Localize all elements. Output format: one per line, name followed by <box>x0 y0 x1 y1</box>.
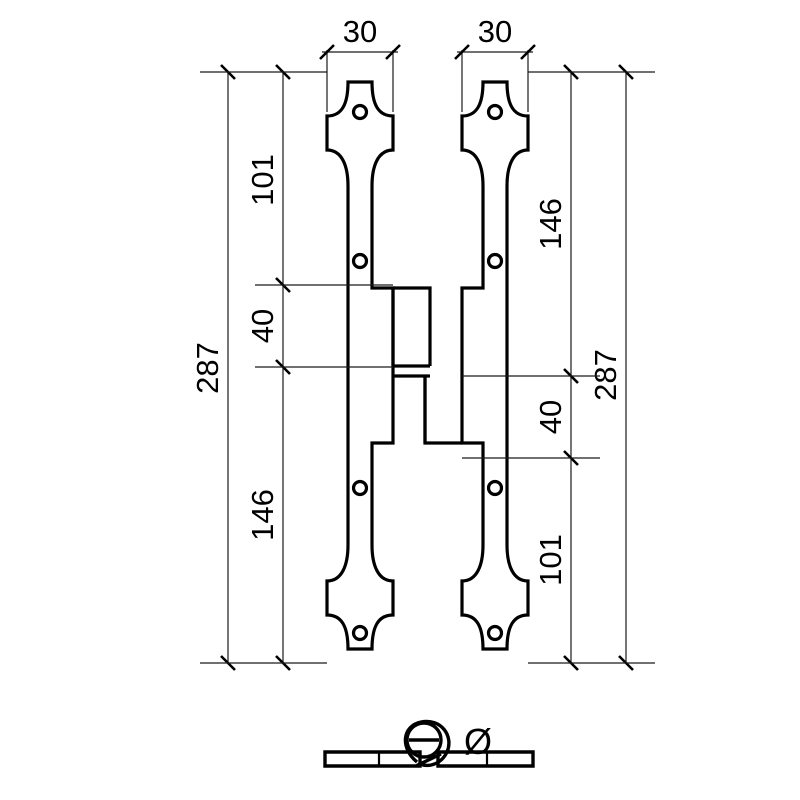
dim-label-width-right: 30 <box>478 14 512 49</box>
screw-hole <box>351 252 369 270</box>
screw-hole <box>486 252 504 270</box>
screw-hole <box>486 624 504 642</box>
screw-hole <box>351 479 369 497</box>
diameter-symbol: Ø <box>464 721 492 762</box>
dim-label-left-middle: 40 <box>245 309 280 343</box>
screw-hole <box>486 103 504 121</box>
screw-hole <box>351 624 369 642</box>
left-leaf-outline <box>325 80 395 651</box>
dim-label-right-overall: 287 <box>588 349 623 401</box>
side-section-view: Ø <box>323 719 535 768</box>
dimension-width-left: 30 <box>318 14 402 112</box>
dim-label-left-bottom: 146 <box>245 489 280 541</box>
dimension-width-right: 30 <box>453 14 537 112</box>
hinge-pin-circle <box>405 721 443 759</box>
dimension-right-segments: 146 40 101 <box>533 63 580 672</box>
screw-hole <box>486 479 504 497</box>
right-leaf-outline <box>460 80 530 651</box>
dimension-right-overall: 287 <box>588 63 635 672</box>
dim-label-left-overall: 287 <box>190 342 225 394</box>
dimension-left-segments: 101 40 146 <box>245 63 292 672</box>
dim-label-right-bottom: 101 <box>533 534 568 586</box>
dim-label-width-left: 30 <box>343 14 377 49</box>
right-extension-lines <box>462 71 655 664</box>
left-extension-lines <box>200 71 393 664</box>
dim-label-right-middle: 40 <box>533 400 568 434</box>
dim-label-left-top: 101 <box>245 154 280 206</box>
dimension-left-overall: 287 <box>190 63 237 672</box>
screw-hole <box>351 103 369 121</box>
hinge-knuckle <box>391 286 462 445</box>
dim-label-right-top: 146 <box>533 198 568 250</box>
side-left-leaf <box>323 750 422 768</box>
